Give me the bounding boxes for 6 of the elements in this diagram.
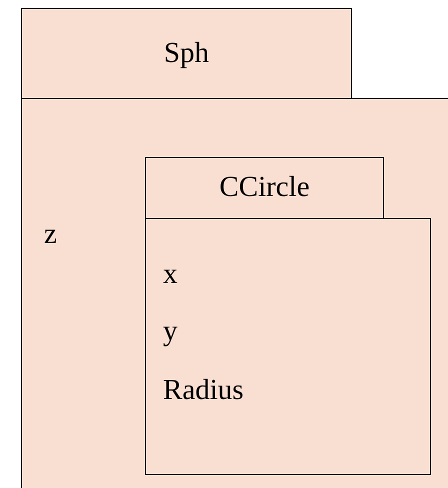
class-name: CCircle bbox=[218, 173, 311, 202]
attribute-text: y bbox=[163, 317, 178, 346]
class-name: Sph bbox=[162, 38, 210, 68]
attribute-text: Radius bbox=[163, 376, 244, 405]
attribute-text: x bbox=[163, 260, 178, 289]
attribute-text: z bbox=[44, 220, 57, 249]
